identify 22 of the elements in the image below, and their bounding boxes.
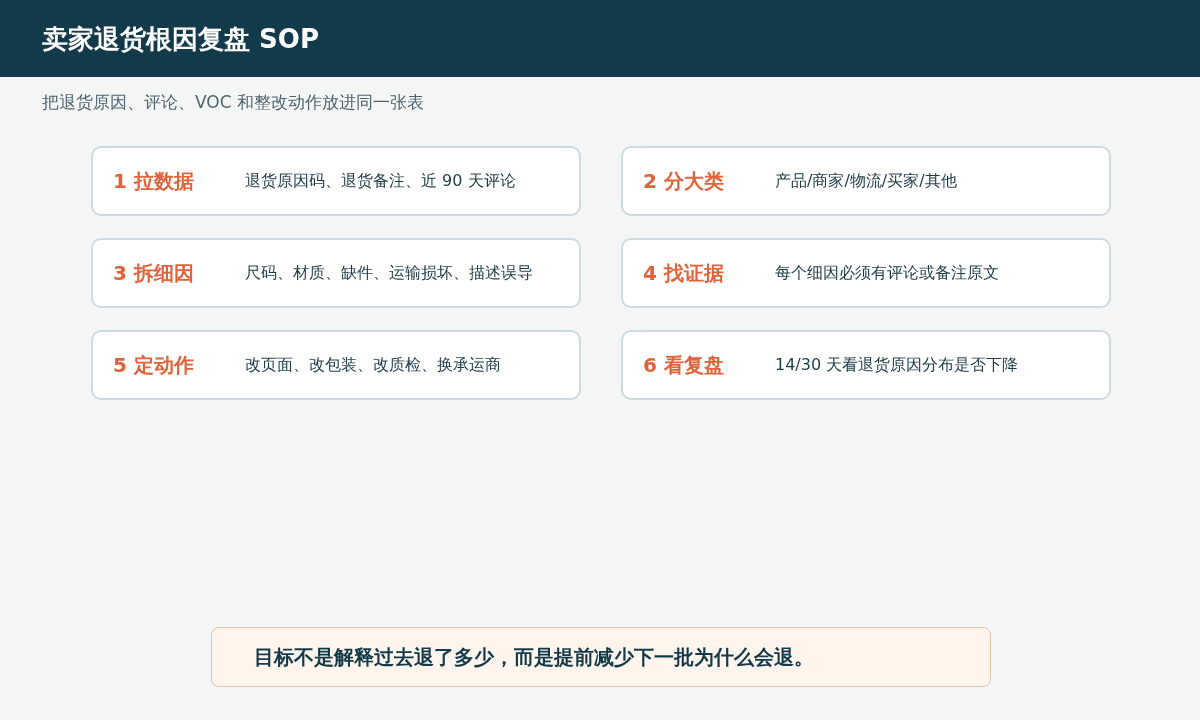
step-description: 尺码、材质、缺件、运输损坏、描述误导 xyxy=(245,262,533,284)
subtitle: 把退货原因、评论、VOC 和整改动作放进同一张表 xyxy=(42,91,424,114)
step-card xyxy=(621,330,1111,400)
step-description: 14/30 天看退货原因分布是否下降 xyxy=(775,354,1019,376)
step-title: 2 分大类 xyxy=(643,168,724,194)
step-title: 3 拆细因 xyxy=(113,260,194,286)
note-box xyxy=(211,627,991,687)
step-description: 每个细因必须有评论或备注原文 xyxy=(775,262,999,284)
page-title: 卖家退货根因复盘 SOP xyxy=(42,23,319,56)
note-text: 目标不是解释过去退了多少，而是提前减少下一批为什么会退。 xyxy=(254,644,814,670)
step-card xyxy=(91,330,581,400)
step-title: 5 定动作 xyxy=(113,352,194,378)
step-card xyxy=(621,238,1111,308)
step-title: 6 看复盘 xyxy=(643,352,724,378)
step-title: 4 找证据 xyxy=(643,260,724,286)
step-card xyxy=(91,238,581,308)
step-description: 改页面、改包装、改质检、换承运商 xyxy=(245,354,501,376)
step-description: 退货原因码、退货备注、近 90 天评论 xyxy=(245,170,516,192)
step-card xyxy=(621,146,1111,216)
step-description: 产品/商家/物流/买家/其他 xyxy=(775,170,957,192)
step-card xyxy=(91,146,581,216)
step-title: 1 拉数据 xyxy=(113,168,194,194)
